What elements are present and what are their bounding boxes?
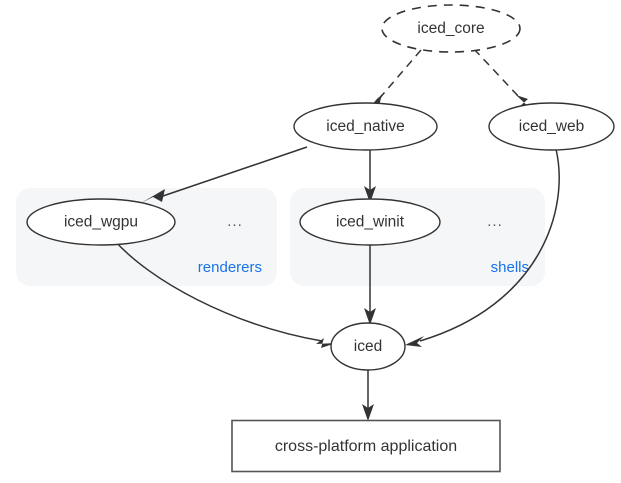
edge-iced-core-to-iced-web-line <box>473 48 521 99</box>
node-iced-native-label: iced_native <box>326 118 404 135</box>
node-iced-native-ellipse[interactable] <box>293 102 438 151</box>
edge-iced-winit-to-iced <box>364 245 376 325</box>
node-iced-core-ellipse[interactable] <box>381 4 521 53</box>
edge-iced-native-to-iced-wgpu <box>141 146 308 203</box>
node-iced-core[interactable]: iced_core <box>381 4 521 53</box>
edge-iced-wgpu-to-iced <box>114 240 336 348</box>
cluster-renderers-label: renderers <box>198 259 262 276</box>
node-iced-web[interactable]: iced_web <box>488 102 615 151</box>
edge-iced-native-to-iced-winit <box>364 150 376 203</box>
cluster-shells-label: shells <box>491 259 529 276</box>
node-iced-web-label: iced_web <box>519 118 585 135</box>
cluster-renderers-ellipsis: ... <box>227 213 243 230</box>
edge-iced-winit-to-iced-arrow <box>364 308 376 325</box>
edge-iced-web-to-iced-line <box>419 148 560 342</box>
edge-iced-wgpu-to-iced-arrow <box>316 338 336 348</box>
node-iced-wgpu-label: iced_wgpu <box>64 214 138 231</box>
node-iced-wgpu[interactable]: iced_wgpu <box>26 198 176 246</box>
node-iced-web-ellipse[interactable] <box>488 102 615 151</box>
node-iced-winit-label: iced_winit <box>336 214 405 231</box>
node-iced-core-label: iced_core <box>417 20 484 37</box>
edge-iced-core-to-iced-web <box>473 48 533 111</box>
node-iced-native[interactable]: iced_native <box>293 102 438 151</box>
edge-iced-native-to-iced-wgpu-line <box>159 146 308 198</box>
node-application-label: cross-platform application <box>275 438 457 455</box>
node-iced-winit-ellipse[interactable] <box>299 198 441 246</box>
node-iced-ellipse[interactable] <box>330 322 406 371</box>
edge-iced-wgpu-to-iced-line <box>114 240 323 342</box>
edge-iced-native-to-iced-winit-arrow <box>364 186 376 203</box>
edge-iced-core-to-iced-native-line <box>377 49 422 101</box>
edge-iced-web-to-iced <box>405 148 560 347</box>
node-application[interactable]: cross-platform application <box>231 419 501 473</box>
edge-iced-native-to-iced-wgpu-arrow <box>141 189 165 203</box>
node-iced[interactable]: iced <box>330 322 406 371</box>
edge-iced-to-application-arrow <box>362 404 374 421</box>
node-iced-label: iced <box>354 338 382 355</box>
edge-iced-to-application <box>362 370 374 421</box>
edge-iced-web-to-iced-arrow <box>405 336 424 347</box>
cluster-shells-ellipsis: ... <box>487 213 503 230</box>
node-iced-winit[interactable]: iced_winit <box>299 198 441 246</box>
node-iced-wgpu-ellipse[interactable] <box>26 198 176 246</box>
node-application-rect[interactable] <box>231 419 501 473</box>
